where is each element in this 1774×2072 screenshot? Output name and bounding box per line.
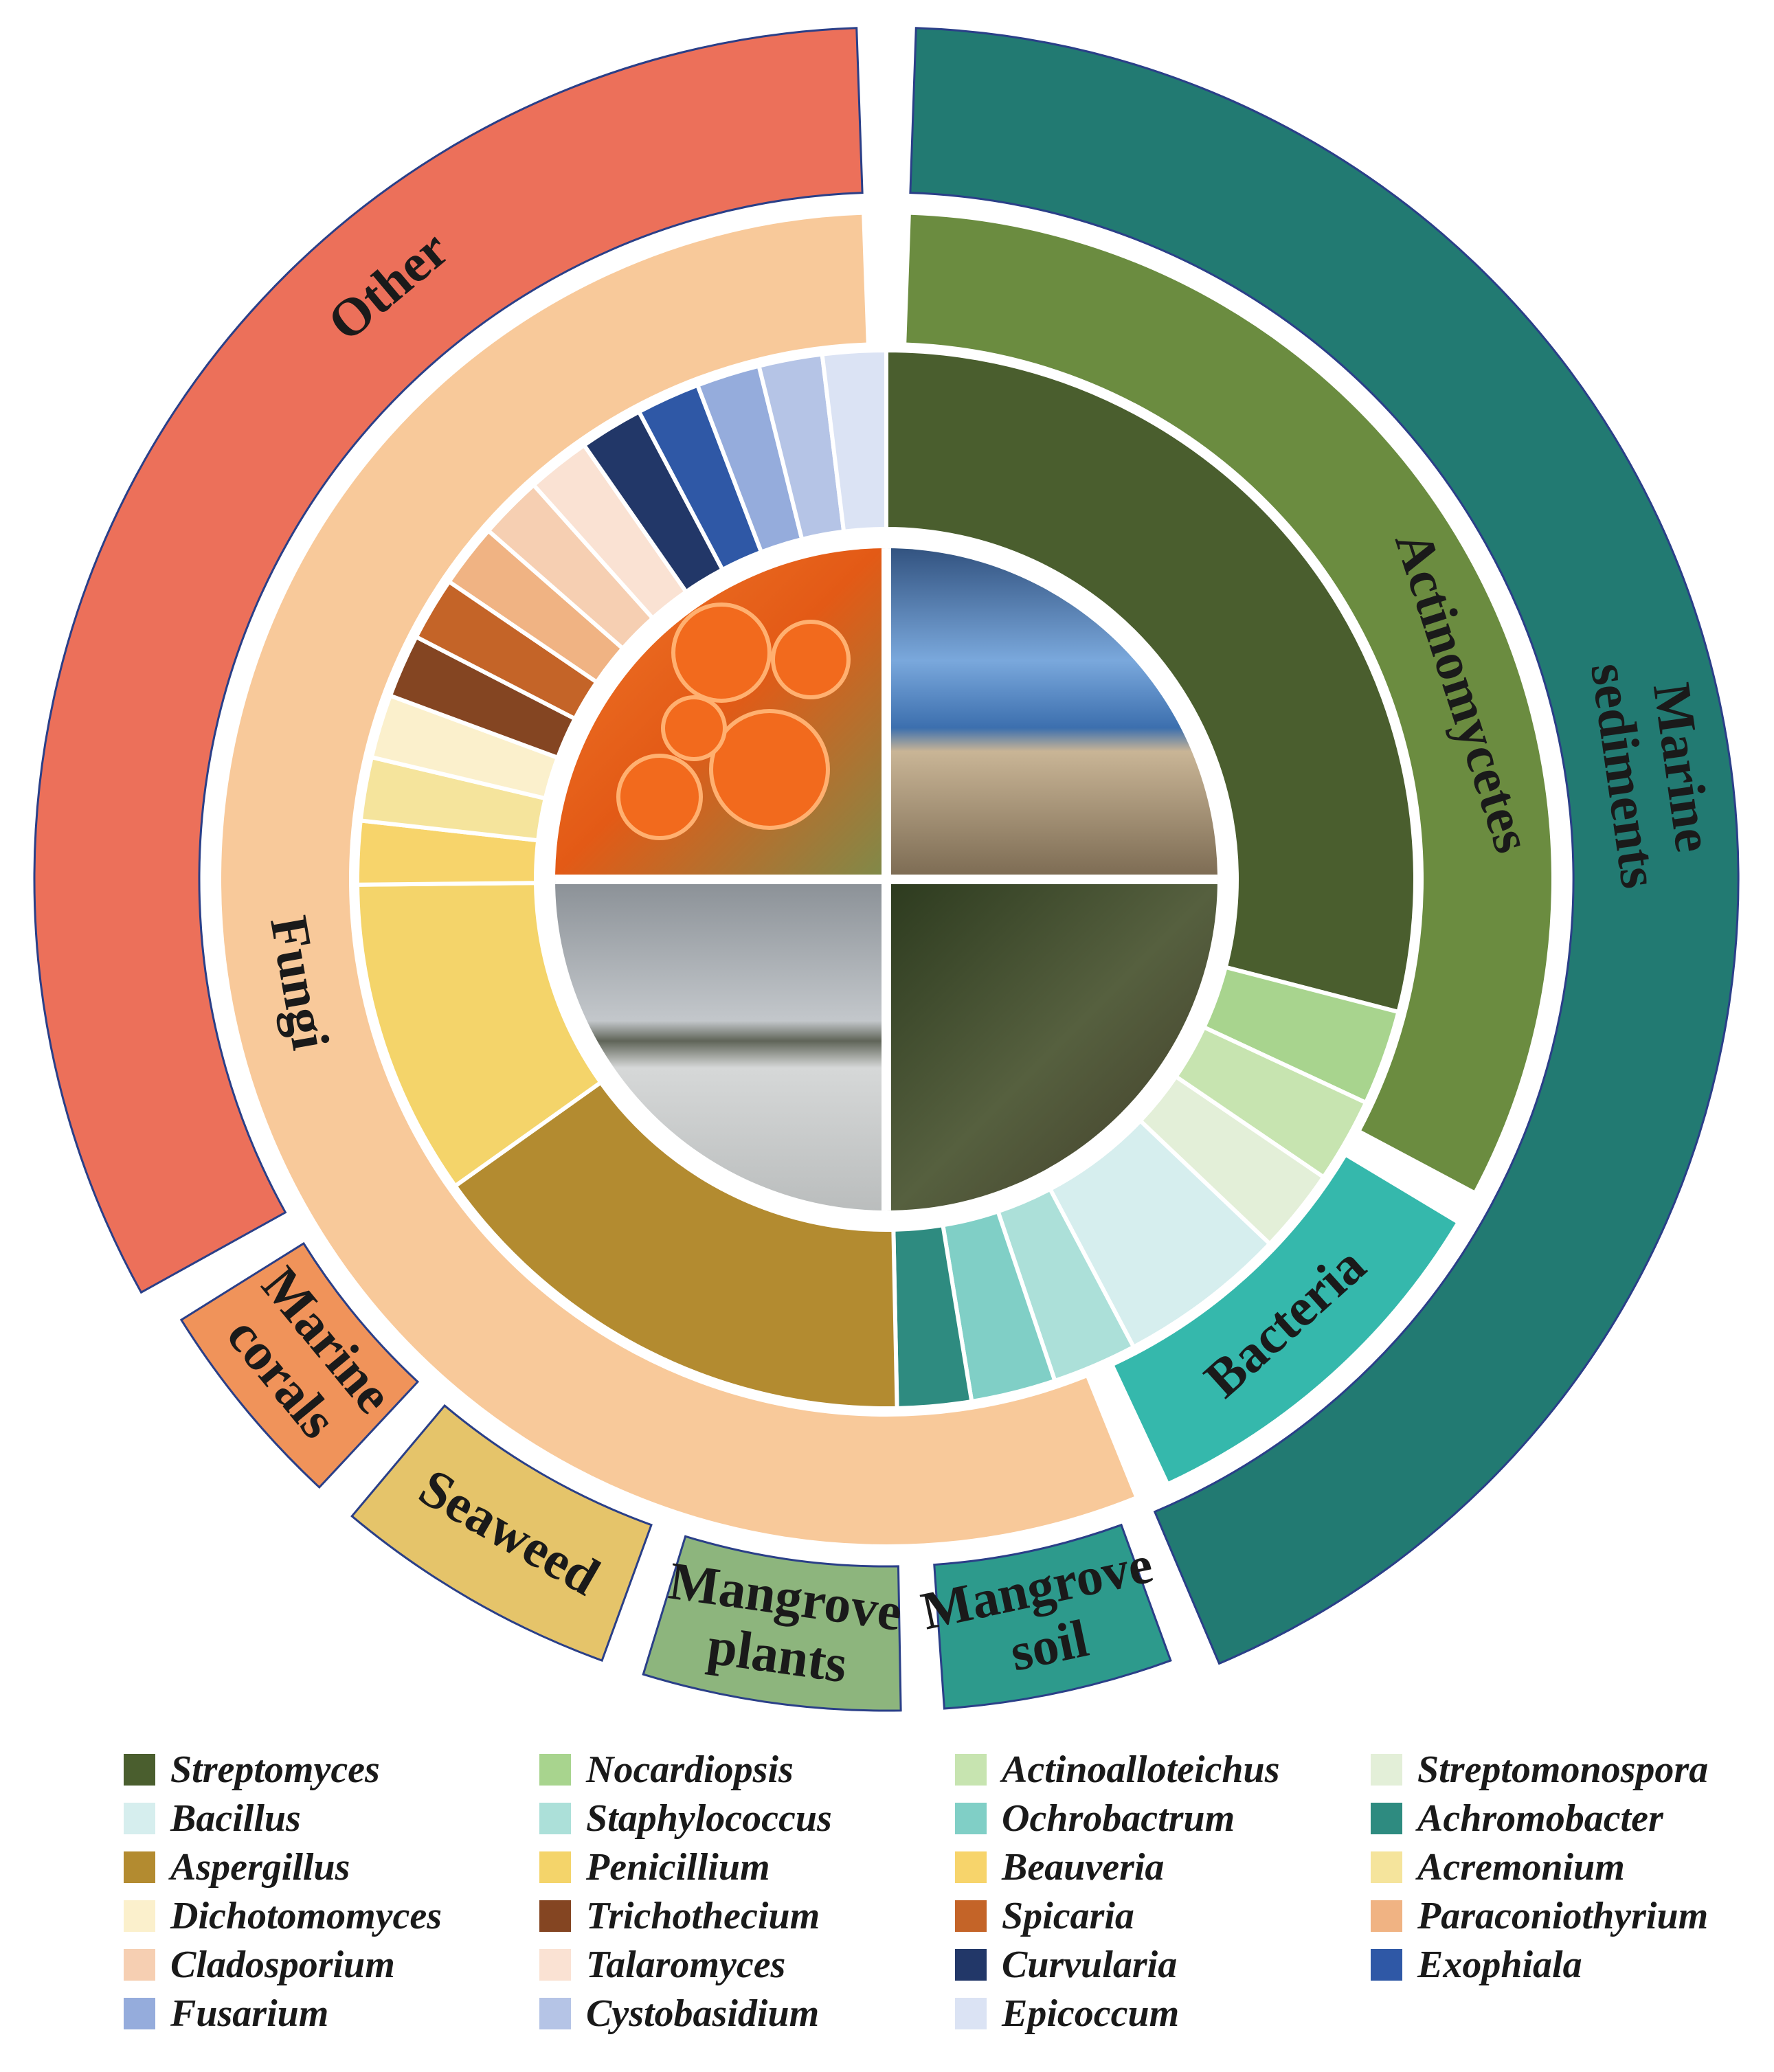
legend-swatch (1371, 1803, 1402, 1834)
legend-item-bacillus: Bacillus (124, 1797, 539, 1840)
legend-item-nocardiopsis: Nocardiopsis (539, 1748, 955, 1791)
legend-swatch (955, 1949, 987, 1981)
legend-swatch (1371, 1754, 1402, 1786)
coral-blob (771, 620, 851, 699)
outer-segment-marine-sediments (909, 27, 1740, 1665)
legend-item-cystobasidium: Cystobasidium (539, 1992, 955, 2035)
legend-label: Cladosporium (170, 1944, 395, 1986)
legend-swatch (124, 1754, 155, 1786)
outer-segment-mangrove-plants (642, 1535, 902, 1712)
outer-segment-seaweed (350, 1404, 653, 1662)
legend-item-beauveria: Beauveria (955, 1846, 1371, 1889)
legend-item-staphylococcus: Staphylococcus (539, 1797, 955, 1840)
legend-item-exophiala: Exophiala (1371, 1944, 1774, 1986)
legend-label: Staphylococcus (586, 1797, 832, 1840)
legend-swatch (539, 1998, 571, 2029)
coral-blob (661, 695, 727, 761)
legend-swatch (124, 1851, 155, 1883)
legend-label: Actinoalloteichus (1002, 1748, 1280, 1791)
coral-blob (616, 754, 703, 840)
legend-swatch (539, 1754, 571, 1786)
legend-label: Dichotomomyces (170, 1895, 442, 1937)
legend-label: Streptomonospora (1417, 1748, 1709, 1791)
legend-swatch (539, 1803, 571, 1834)
legend-item-aspergillus: Aspergillus (124, 1846, 539, 1889)
legend-label: Bacillus (170, 1797, 301, 1840)
legend-label: Aspergillus (170, 1846, 350, 1889)
legend-swatch (124, 1998, 155, 2029)
legend-label: Penicillium (586, 1846, 770, 1889)
legend-label: Trichothecium (586, 1895, 820, 1937)
legend-label: Achromobacter (1417, 1797, 1663, 1840)
legend-item-curvularia: Curvularia (955, 1944, 1371, 1986)
legend-swatch (124, 1900, 155, 1932)
legend-swatch (1371, 1900, 1402, 1932)
legend-item-actinoalloteichus: Actinoalloteichus (955, 1748, 1371, 1791)
inner-segment-streptomyces (884, 348, 1417, 1015)
legend-item-trichothecium: Trichothecium (539, 1895, 955, 1937)
outer-segment-other (33, 27, 864, 1294)
legend-label: Curvularia (1002, 1944, 1178, 1986)
legend-swatch (539, 1949, 571, 1981)
legend-label: Paraconiothyrium (1417, 1895, 1709, 1937)
legend-swatch (124, 1949, 155, 1981)
legend-label: Beauveria (1002, 1846, 1165, 1889)
photo-ring-border (545, 538, 1228, 1221)
legend-swatch (955, 1998, 987, 2029)
legend-item-streptomonospora: Streptomonospora (1371, 1748, 1774, 1791)
legend-swatch (539, 1851, 571, 1883)
inner-segment-aspergillus (452, 1079, 899, 1410)
outer-segment-marine-corals (179, 1241, 420, 1489)
legend-item-acremonium: Acremonium (1371, 1846, 1774, 1889)
legend-item-ochrobactrum: Ochrobactrum (955, 1797, 1371, 1840)
legend-item-cladosporium: Cladosporium (124, 1944, 539, 1986)
legend-item-spicaria: Spicaria (955, 1895, 1371, 1937)
middle-segment-actinomycetes (903, 212, 1554, 1195)
coral-blob (709, 709, 830, 830)
legend-item-achromobacter: Achromobacter (1371, 1797, 1774, 1840)
legend-item-streptomyces: Streptomyces (124, 1748, 539, 1791)
photo-divider-horizontal (555, 875, 1217, 884)
inner-segment-epicoccum (820, 348, 888, 534)
legend-label: Fusarium (170, 1992, 329, 2035)
legend-label: Talaromyces (586, 1944, 786, 1986)
legend-swatch (955, 1754, 987, 1786)
legend-label: Streptomyces (170, 1748, 380, 1791)
legend-swatch (539, 1900, 571, 1932)
legend-label: Cystobasidium (586, 1992, 820, 2035)
legend-label: Ochrobactrum (1002, 1797, 1235, 1840)
legend-item-penicillium: Penicillium (539, 1846, 955, 1889)
legend-item-epicoccum: Epicoccum (955, 1992, 1371, 2035)
legend-swatch (955, 1900, 987, 1932)
legend-label: Epicoccum (1002, 1992, 1180, 2035)
outer-segment-mangrove-soil (933, 1523, 1172, 1710)
legend-label: Spicaria (1002, 1895, 1134, 1937)
legend-swatch (1371, 1851, 1402, 1883)
legend-label: Nocardiopsis (586, 1748, 794, 1791)
legend-item-fusarium: Fusarium (124, 1992, 539, 2035)
legend-swatch (955, 1803, 987, 1834)
legend-item-paraconiothyrium: Paraconiothyrium (1371, 1895, 1774, 1937)
legend-swatch (1371, 1949, 1402, 1981)
legend-label: Exophiala (1417, 1944, 1582, 1986)
legend: Streptomyces Nocardiopsis Actinoalloteichu… (124, 1748, 1759, 2035)
legend-item-talaromyces: Talaromyces (539, 1944, 955, 1986)
legend-swatch (124, 1803, 155, 1834)
middle-segment-bacteria (1110, 1153, 1460, 1485)
middle-segment-fungi (218, 212, 1138, 1547)
legend-swatch (955, 1851, 987, 1883)
coral-blob (671, 603, 772, 703)
rings-group (33, 27, 1740, 1712)
legend-label: Acremonium (1417, 1846, 1625, 1889)
legend-item-dichotomomyces: Dichotomomyces (124, 1895, 539, 1937)
